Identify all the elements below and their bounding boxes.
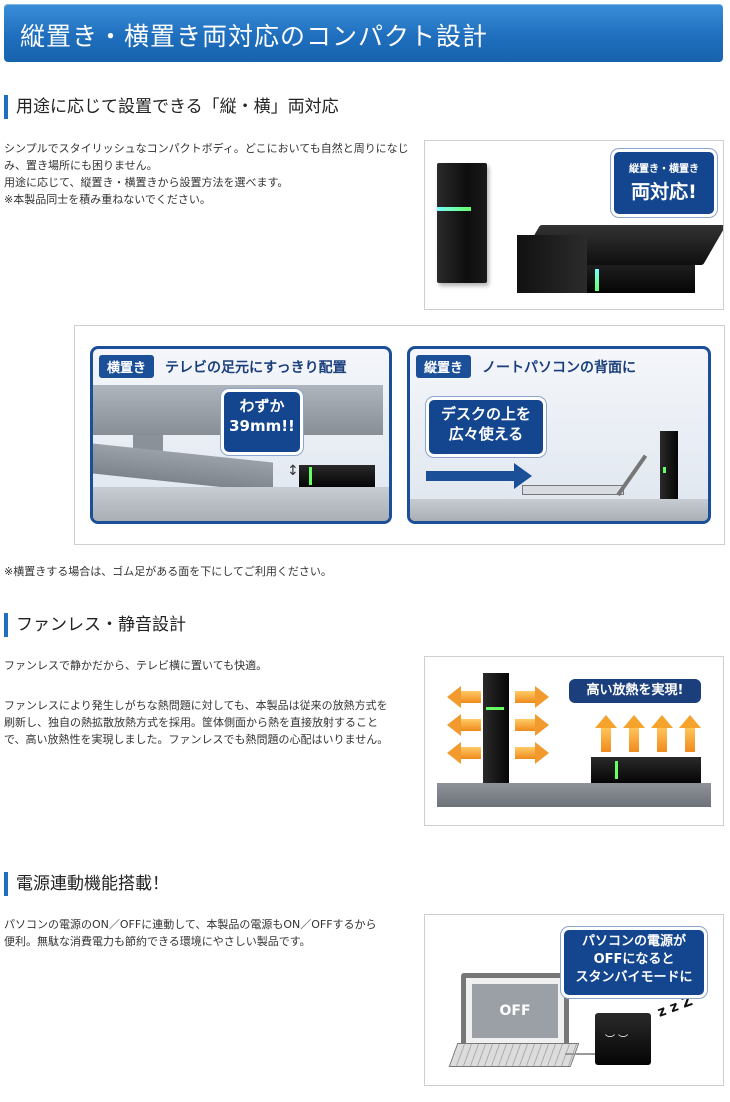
fanless-details: ファンレスにより発生しがちな熱問題に対しても、本製品は従来の放熱方式を 刷新し、…	[4, 697, 424, 748]
heat-arrowhead-icon	[447, 686, 461, 708]
heat-arrow-up-icon	[595, 715, 617, 752]
heat-arrow-left-icon	[461, 719, 481, 731]
status-light	[595, 269, 599, 291]
bubble-line: スタンバイモードに	[575, 970, 693, 985]
arrow-head-icon	[514, 463, 532, 489]
page-title: 縦置き・横置き両対応のコンパクト設計	[20, 22, 489, 51]
heat-arrowhead-icon	[447, 742, 461, 764]
standby-bubble: パソコンの電源が OFFになると スタンバイモードに	[561, 927, 707, 998]
panel-title-vertical: ノートパソコンの背面に	[482, 360, 636, 376]
heat-arrow-up-icon	[623, 715, 645, 752]
text-line: ※本製品同士を積み重ねないでください。	[4, 193, 211, 206]
heat-arrowhead-icon	[535, 686, 549, 708]
arrow-right-icon	[426, 471, 516, 481]
page-banner: 縦置き・横置き両対応のコンパクト設計	[4, 4, 723, 62]
text-line: 用途に応じて、縦置き・横置きから設置方法を選べます。	[4, 176, 289, 189]
drive-behind-laptop	[660, 431, 678, 501]
drive-under-tv	[299, 465, 375, 487]
text-line: 刷新し、独自の熱拡散放熱方式を採用。筐体側面から熱を直接放射すること	[4, 716, 378, 729]
heat-arrow-up-icon	[679, 715, 701, 752]
tag-horizontal: 横置き	[99, 355, 155, 378]
product-image-both-orientations: 縦置き・横置き 両対応!	[424, 140, 724, 310]
height-indicator: ↕	[287, 463, 299, 479]
text-line: み、置き場所にも困りません。	[4, 159, 158, 172]
horizontal-drive	[517, 225, 723, 295]
laptop-keyboard	[448, 1043, 580, 1067]
heat-arrow-right-icon	[515, 719, 535, 731]
section-heading-power-sync: 電源連動機能搭載！	[4, 872, 169, 896]
heat-arrow-up-icon	[651, 715, 673, 752]
callout-desk-space: デスクの上を 広々使える	[426, 397, 546, 457]
section1-text: シンプルでスタイリッシュなコンパクトボディ。どこにおいても自然と周りになじ み、…	[4, 140, 419, 208]
heat-arrowhead-icon	[535, 742, 549, 764]
heat-arrowhead-icon	[447, 714, 461, 736]
callout-39mm: わずか 39mm!!	[221, 389, 303, 455]
heat-dissipation-image: 高い放熱を実現!	[424, 656, 724, 826]
section-heading-orientation: 用途に応じて設置できる「縦・横」両対応	[4, 95, 339, 119]
text-line: 便利。無駄な消費電力も節約できる環境にやさしい製品です。	[4, 935, 311, 948]
text-line: シンプルでスタイリッシュなコンパクトボディ。どこにおいても自然と周りになじ	[4, 142, 409, 155]
bubble-text-small: 縦置き・横置き	[629, 164, 699, 175]
fanless-intro: ファンレスで静かだから、テレビ横に置いても快適。	[4, 659, 268, 672]
heat-arrow-right-icon	[515, 747, 535, 759]
power-sync-text: パソコンの電源のON／OFFに連動して、本製品の電源もON／OFFするから 便利…	[4, 916, 419, 950]
panel-title-horizontal: テレビの足元にすっきり配置	[165, 360, 347, 376]
horizontal-note: ※横置きする場合は、ゴム足がある面を下にしてご利用ください。	[4, 565, 332, 578]
callout-text: わずか	[239, 397, 285, 415]
sleeping-drive: ︶ ︶	[595, 1013, 651, 1065]
panel-vertical-placement: 縦置き ノートパソコンの背面に デスクの上を 広々使える	[407, 346, 711, 524]
bubble-line: OFFになると	[593, 952, 675, 967]
laptop-screen: OFF	[461, 973, 569, 1049]
bubble-line: パソコンの電源が	[581, 934, 686, 949]
callout-text: 広々使える	[448, 425, 524, 443]
section-heading-fanless: ファンレス・静音設計	[4, 613, 186, 637]
heat-arrowhead-icon	[535, 714, 549, 736]
tag-vertical: 縦置き	[416, 355, 472, 378]
status-light	[437, 207, 471, 211]
text-line: ファンレスにより発生しがちな熱問題に対しても、本製品は従来の放熱方式を	[4, 699, 388, 712]
callout-text: デスクの上を	[440, 405, 531, 423]
usb-cable	[565, 1053, 595, 1055]
both-orientations-bubble: 縦置き・横置き 両対応!	[611, 149, 717, 217]
panel-horizontal-placement: 横置き テレビの足元にすっきり配置 ↕ わずか 39mm!!	[90, 346, 392, 524]
sleeping-face-icon: ︶ ︶	[605, 1035, 629, 1046]
screen-off-text: OFF	[472, 984, 558, 1038]
vertical-drive	[437, 163, 487, 283]
text-line: パソコンの電源のON／OFFに連動して、本製品の電源もON／OFFするから	[4, 918, 377, 931]
vertical-drive	[483, 673, 509, 783]
heat-dissipation-pill: 高い放熱を実現!	[569, 679, 701, 703]
horizontal-drive	[591, 757, 701, 783]
heat-arrow-right-icon	[515, 691, 535, 703]
callout-text: 39mm!!	[229, 417, 295, 435]
text-line: で、高い放熱性を実現しました。ファンレスでも熱問題の心配はいりません。	[4, 733, 389, 746]
power-sync-image: OFF ︶ ︶ z z Z パソコンの電源が OFFになると スタンバイモードに	[424, 914, 724, 1086]
laptop	[522, 485, 624, 495]
orientation-comparison-image: 横置き テレビの足元にすっきり配置 ↕ わずか 39mm!! 縦置き ノートパソ…	[74, 325, 725, 545]
heat-arrow-left-icon	[461, 747, 481, 759]
bubble-text-large: 両対応!	[631, 181, 697, 203]
heat-arrow-left-icon	[461, 691, 481, 703]
